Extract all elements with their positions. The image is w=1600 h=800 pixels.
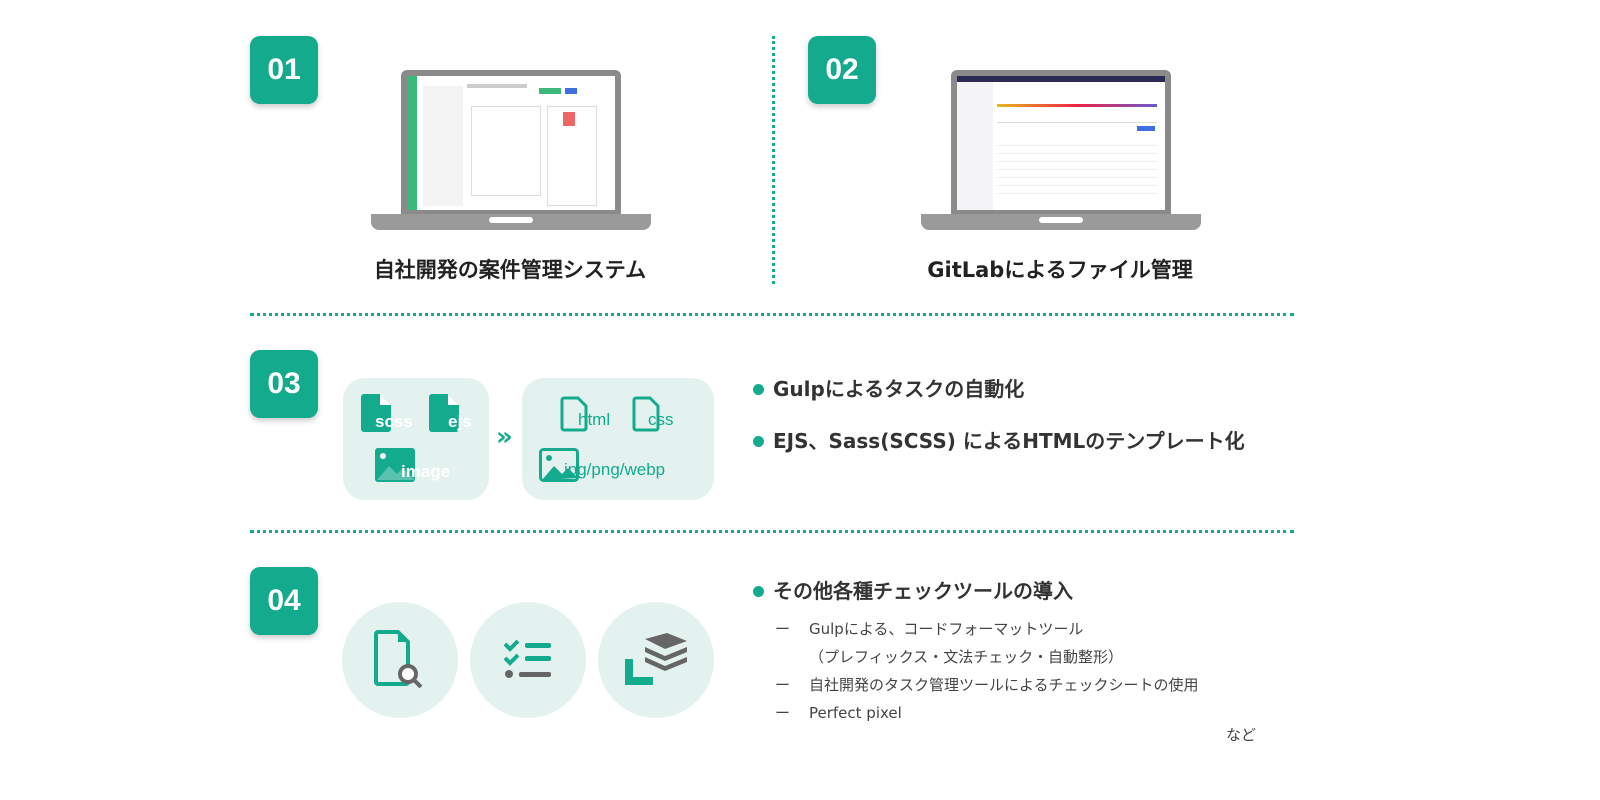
dash: ー [775, 620, 791, 638]
caption-01: 自社開発の案件管理システム [373, 258, 647, 282]
number-badge-01: 01 [250, 36, 318, 104]
sub-item: ー自社開発のタスク管理ツールによるチェックシートの使用 [775, 674, 1199, 695]
sub-item-text: Perfect pixel [809, 704, 902, 722]
arrow-icon: » [496, 422, 513, 452]
output-files-box: html css jpg/png/webp [522, 378, 714, 500]
bullet-text: EJS、Sass(SCSS) によるHTMLのテンプレート化 [773, 429, 1245, 453]
etc-label: など [1226, 726, 1257, 744]
scss-file-icon [361, 394, 391, 432]
sub-item-continuation: （プレフィックス・文法チェック・自動整形） [809, 648, 1123, 666]
sub-item-text: Gulpによる、コードフォーマットツール [809, 620, 1084, 638]
dash: ー [775, 704, 791, 722]
scss-label: scss [375, 412, 413, 431]
image-label: image [401, 462, 451, 481]
file-search-icon [342, 602, 458, 718]
bullet-gulp: Gulpによるタスクの自動化 [753, 372, 1273, 406]
heading-text: その他各種チェックツールの導入 [773, 579, 1073, 603]
checklist-icon [470, 602, 586, 718]
laptop-screenshot-gitlab [921, 70, 1201, 232]
vertical-divider [772, 36, 775, 284]
image-output-icon [539, 448, 579, 482]
number-badge-03: 03 [250, 350, 318, 418]
heading-check-tools: その他各種チェックツールの導入 [753, 574, 1273, 608]
source-files-box: scss ejs image [343, 378, 489, 500]
ejs-label: ejs [448, 412, 472, 431]
sub-item-text: 自社開発のタスク管理ツールによるチェックシートの使用 [809, 676, 1199, 694]
output-image-label: jpg/png/webp [564, 460, 666, 479]
css-file-icon [632, 396, 660, 432]
css-label: css [648, 410, 674, 429]
number-badge-04: 04 [250, 567, 318, 635]
image-icon [375, 448, 415, 482]
number-badge-02: 02 [808, 36, 876, 104]
ejs-file-icon [429, 394, 459, 432]
html-file-icon [560, 396, 588, 432]
layers-ruler-icon [598, 602, 714, 718]
bullet-ejs-sass: EJS、Sass(SCSS) によるHTMLのテンプレート化 [753, 424, 1273, 458]
bullet-text: Gulpによるタスクの自動化 [773, 377, 1025, 401]
horizontal-divider [250, 530, 1294, 533]
sub-item: ー Gulpによる、コードフォーマットツール [775, 618, 1083, 639]
caption-02: GitLabによるファイル管理 [927, 258, 1193, 282]
sub-item: ー Perfect pixel [775, 702, 902, 723]
horizontal-divider [250, 313, 1294, 316]
dash: ー [775, 676, 791, 694]
html-label: html [578, 410, 611, 429]
laptop-screenshot-project-system [371, 70, 651, 232]
